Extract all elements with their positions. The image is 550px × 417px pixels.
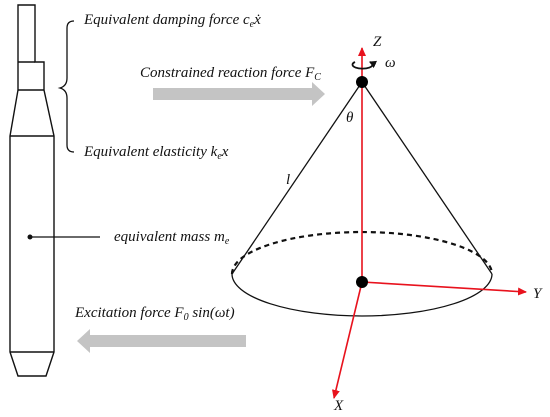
elasticity-label: Equivalent elasticity kex: [84, 144, 229, 162]
excitation-force-label: Excitation force F0 sin(ωt): [75, 305, 235, 323]
mass-label: equivalent mass me: [114, 229, 230, 247]
cone-slant-right: [361, 81, 493, 275]
pivot-point: [356, 76, 368, 88]
brace: [57, 20, 75, 153]
reaction-force-label: Constrained reaction force FC: [140, 65, 321, 83]
rod-outline: [9, 4, 55, 377]
angle-label: θ: [346, 110, 354, 126]
reaction-force-arrow: [153, 82, 325, 106]
excitation-force-arrow: [77, 329, 246, 353]
center-point: [356, 276, 368, 288]
cone-slant-left: [231, 81, 363, 275]
x-axis: [331, 281, 363, 399]
cone-base-back: [230, 230, 494, 275]
y-axis: [361, 281, 527, 296]
y-axis-label: Y: [533, 286, 542, 302]
omega-label: ω: [385, 55, 396, 71]
rotation-arrow: [351, 60, 378, 70]
cone-base-front: [231, 273, 493, 317]
length-label: l: [286, 172, 291, 188]
x-axis-label: X: [334, 398, 344, 414]
z-axis-label: Z: [373, 34, 382, 50]
damping-force-label: Equivalent damping force ceẋ: [84, 12, 261, 30]
